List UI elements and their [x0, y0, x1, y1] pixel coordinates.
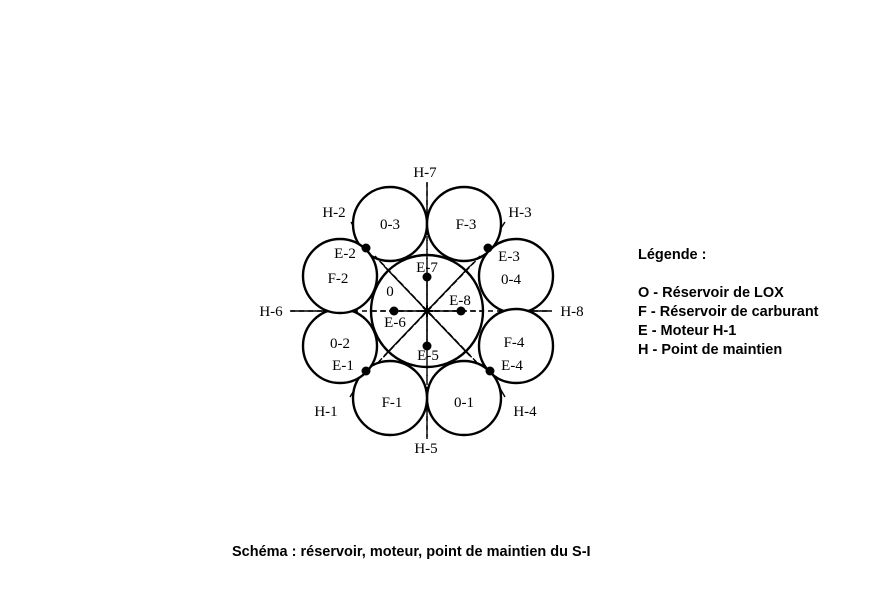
legend-title: Légende : [638, 247, 707, 263]
legend-item-hold-point: H - Point de maintien [638, 342, 783, 358]
center-tank-label: 0 [386, 284, 394, 300]
hold-point-h5: H-5 [414, 441, 437, 457]
engine-label-e8: E-8 [449, 293, 471, 309]
tank-label-f3: F-3 [456, 217, 477, 233]
engine-label-e6: E-6 [384, 315, 406, 331]
hold-point-h4: H-4 [513, 404, 537, 420]
engine-label-e1: E-1 [332, 358, 354, 374]
engine-dot-e5 [422, 341, 432, 351]
hold-point-h3: H-3 [508, 205, 531, 221]
tank-label-f1: F-1 [382, 395, 403, 411]
engine-label-e5: E-5 [417, 348, 439, 364]
engine-label-e4: E-4 [501, 358, 523, 374]
legend-item-lox: O - Réservoir de LOX [638, 285, 784, 301]
engine-dot-e7 [422, 272, 432, 282]
tank-label-f4: F-4 [504, 335, 525, 351]
center-tank [369, 253, 485, 369]
hold-point-h8: H-8 [560, 304, 583, 320]
engine-dot-e8 [456, 306, 466, 316]
engine-label-e7: E-7 [416, 260, 438, 276]
legend-item-fuel: F - Réservoir de carburant [638, 304, 819, 320]
legend-item-engine: E - Moteur H-1 [638, 323, 737, 339]
tank-label-f2: F-2 [328, 271, 349, 287]
hold-point-h2: H-2 [322, 205, 345, 221]
engine-dot-e2 [361, 243, 371, 253]
engine-dot-e4 [485, 366, 495, 376]
legend: Légende : O - Réservoir de LOX F - Réser… [638, 246, 819, 360]
hold-point-h1: H-1 [314, 404, 337, 420]
engine-dot-e1 [361, 366, 371, 376]
engine-dot-e3 [483, 243, 493, 253]
tank-f2 [301, 237, 379, 315]
tank-f3 [425, 185, 503, 263]
center-star-icon [421, 305, 433, 317]
tank-label-o3: 0-3 [380, 217, 400, 233]
engine-label-e2: E-2 [334, 246, 356, 262]
tank-label-o4: 0-4 [501, 272, 521, 288]
engine-label-e3: E-3 [498, 249, 520, 265]
tank-f4 [477, 307, 555, 385]
engine-dot-e6 [389, 306, 399, 316]
hold-point-h7: H-7 [413, 165, 437, 181]
tank-f1 [351, 359, 429, 437]
hold-point-h6: H-6 [259, 304, 283, 320]
figure-caption: Schéma : réservoir, moteur, point de mai… [232, 544, 591, 560]
tank-label-o1: 0-1 [454, 395, 474, 411]
tank-label-o2: 0-2 [330, 336, 350, 352]
